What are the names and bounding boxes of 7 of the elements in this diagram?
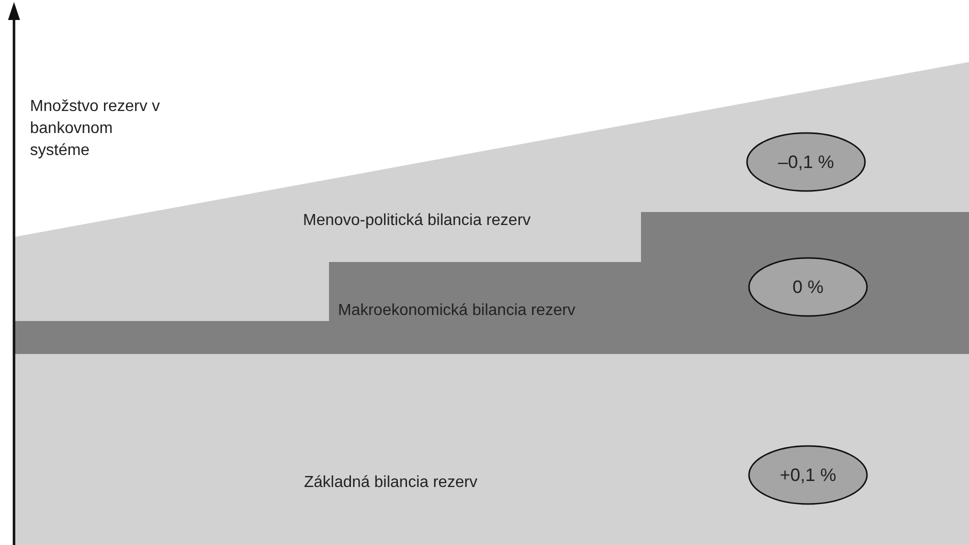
axis-label: Množstvo rezerv v bankovnom systéme (30, 97, 161, 161)
percentage-label: –0,1 % (778, 152, 834, 172)
percentage-label: 0 % (792, 276, 824, 298)
band-label: Makroekonomická bilancia rezerv (338, 302, 576, 320)
band-label: Menovo-politická bilancia rezerv (303, 212, 531, 230)
band-label: Základná bilancia rezerv (304, 474, 478, 492)
percentage-label: +0,1 % (780, 464, 836, 486)
